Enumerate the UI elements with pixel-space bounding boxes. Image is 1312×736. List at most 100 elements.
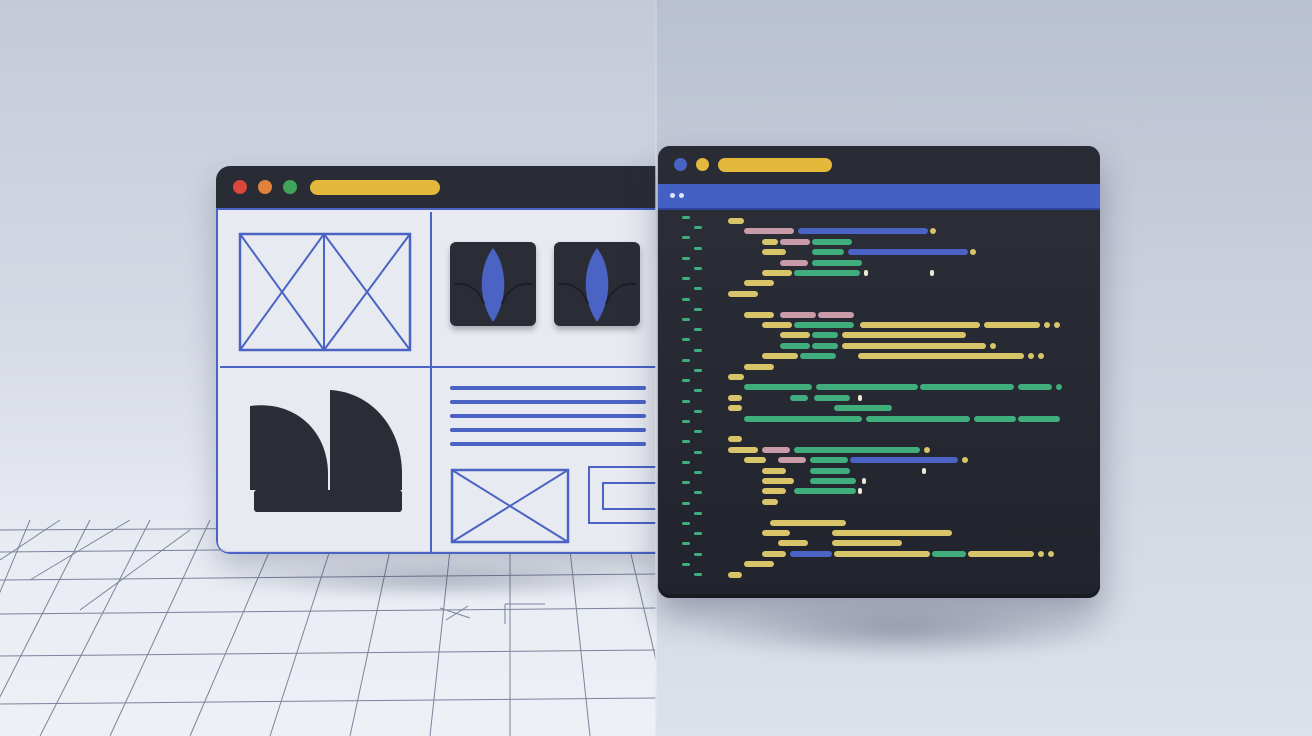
code-token	[762, 530, 790, 536]
code-token	[922, 467, 926, 474]
code-token	[1054, 322, 1060, 328]
code-token	[780, 311, 816, 318]
line-number-mark	[682, 399, 690, 403]
code-token	[832, 530, 952, 536]
line-number-mark	[694, 491, 702, 495]
code-token	[920, 384, 1014, 391]
code-token	[864, 270, 868, 276]
code-token	[744, 311, 774, 318]
code-token	[930, 228, 936, 235]
wireframe-body	[216, 208, 656, 554]
line-number-mark	[694, 307, 702, 311]
line-number-mark	[694, 287, 702, 291]
code-token	[778, 540, 808, 547]
code-token	[1038, 353, 1044, 360]
line-number-mark	[694, 430, 702, 434]
code-token	[770, 519, 846, 526]
icon-tiles-cell	[432, 212, 656, 368]
shape-blocks-cell	[220, 368, 432, 552]
line-number-mark	[694, 552, 702, 556]
code-token	[810, 478, 856, 484]
code-token	[762, 488, 786, 495]
window-shadow	[690, 600, 1110, 660]
code-token	[842, 342, 986, 349]
code-token	[762, 353, 798, 360]
diamond-tile-icon[interactable]	[554, 242, 640, 326]
line-number-mark	[682, 338, 690, 342]
code-token	[810, 457, 848, 464]
text-line	[450, 428, 646, 432]
line-number-mark	[694, 573, 702, 576]
image-placeholder-icon	[238, 232, 412, 352]
code-token	[798, 228, 928, 235]
code-token	[962, 457, 968, 464]
text-line	[450, 386, 646, 390]
code-token	[790, 550, 832, 557]
code-token	[728, 436, 742, 443]
minimize-dot-icon[interactable]	[258, 180, 272, 194]
code-token	[812, 238, 852, 245]
line-number-mark	[694, 450, 702, 454]
line-number-mark	[682, 256, 690, 260]
code-token	[1048, 550, 1054, 557]
diamond-tile-icon[interactable]	[450, 242, 536, 326]
code-token	[780, 238, 810, 245]
code-token	[858, 488, 862, 495]
code-token	[780, 259, 808, 266]
code-token	[932, 550, 966, 557]
code-token	[794, 488, 856, 495]
line-number-gutter	[682, 216, 712, 586]
code-token	[930, 270, 934, 276]
wireframe-titlebar	[216, 166, 656, 208]
code-token	[762, 550, 786, 557]
code-token	[834, 405, 892, 412]
address-bar[interactable]	[718, 158, 832, 172]
button-placeholder-inner	[602, 482, 656, 510]
address-bar[interactable]	[310, 180, 440, 195]
code-token	[968, 550, 1034, 557]
text-lines	[450, 386, 646, 456]
code-token	[762, 478, 794, 484]
code-token	[794, 446, 920, 453]
code-token	[990, 342, 996, 349]
code-token	[794, 322, 854, 328]
code-token	[924, 446, 930, 453]
code-token	[744, 384, 812, 391]
image-placeholder-cell	[220, 212, 432, 368]
code-content[interactable]	[658, 146, 1100, 598]
code-token	[1044, 322, 1050, 328]
code-token	[762, 238, 778, 245]
code-token	[812, 259, 862, 266]
line-number-mark	[694, 328, 702, 332]
line-number-mark	[682, 216, 690, 219]
code-editor-window	[658, 146, 1100, 598]
line-number-mark	[694, 246, 702, 250]
maximize-dot-icon[interactable]	[283, 180, 297, 194]
close-dot-icon[interactable]	[674, 158, 687, 171]
code-token	[744, 457, 766, 464]
line-number-mark	[694, 532, 702, 536]
code-token	[812, 342, 838, 349]
minimize-dot-icon[interactable]	[696, 158, 709, 171]
code-token	[832, 540, 902, 547]
code-token	[812, 249, 844, 256]
code-token	[810, 467, 850, 474]
code-token	[816, 384, 918, 391]
line-number-mark	[694, 471, 702, 474]
code-token	[728, 571, 742, 578]
line-number-mark	[694, 511, 702, 515]
close-dot-icon[interactable]	[233, 180, 247, 194]
code-token	[728, 405, 742, 412]
code-token	[860, 322, 980, 328]
line-number-mark	[682, 481, 690, 485]
code-token	[728, 394, 742, 401]
code-token	[834, 550, 930, 557]
code-token	[800, 353, 836, 360]
code-token	[744, 228, 794, 235]
editor-tab-bar[interactable]	[658, 184, 1100, 208]
code-token	[818, 311, 854, 318]
line-number-mark	[694, 369, 702, 372]
code-token	[970, 249, 976, 256]
line-number-mark	[682, 522, 690, 525]
line-number-mark	[682, 542, 690, 546]
